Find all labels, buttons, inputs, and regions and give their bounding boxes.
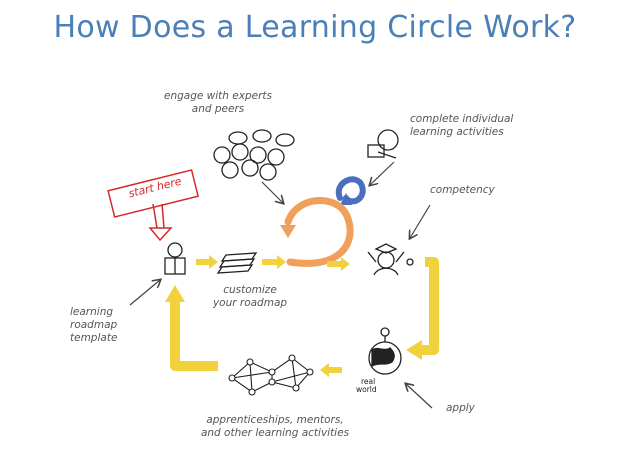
engage-arrow <box>261 181 283 203</box>
start-here-sign <box>107 169 200 242</box>
blue-loop-arrowhead-icon <box>340 193 352 205</box>
competency-arrow <box>410 204 431 238</box>
yellow-arrow-1 <box>196 255 218 269</box>
roadmap-papers-icon <box>216 252 258 274</box>
yellow-arrow-4 <box>320 363 342 377</box>
yellow-arrow-right-down <box>406 257 439 360</box>
yellow-arrow-2 <box>262 255 286 269</box>
graduate-icon <box>367 243 414 276</box>
apply-arrow <box>406 384 433 409</box>
blue-loop-icon <box>335 176 366 205</box>
yellow-arrow-3 <box>327 257 350 271</box>
people-group-icon <box>213 129 295 181</box>
apprenticeships-label: apprenticeships, mentors, and other lear… <box>200 414 350 439</box>
apply-label: apply <box>446 402 475 414</box>
orange-loop-arrowhead-icon <box>280 225 296 238</box>
learner-laptop-icon <box>367 129 399 159</box>
template-label: learning roadmap template <box>70 306 118 344</box>
engage-label: engage with experts and peers <box>164 90 272 115</box>
yellow-arrow-left-up <box>165 285 218 371</box>
real-world-label-1: real <box>361 377 375 386</box>
real-world-label-2: world <box>356 385 377 394</box>
diagram-title: How Does a Learning Circle Work? <box>53 10 577 45</box>
reader-icon <box>164 242 186 275</box>
competency-label: competency <box>430 184 495 196</box>
customize-label: customize your roadmap <box>212 284 288 309</box>
globe-icon <box>368 327 402 375</box>
complete-arrow <box>370 161 395 185</box>
orange-loop-icon <box>284 197 354 267</box>
template-arrow <box>129 280 160 306</box>
complete-label: complete individual learning activities <box>410 113 514 138</box>
network-icon <box>228 354 314 396</box>
